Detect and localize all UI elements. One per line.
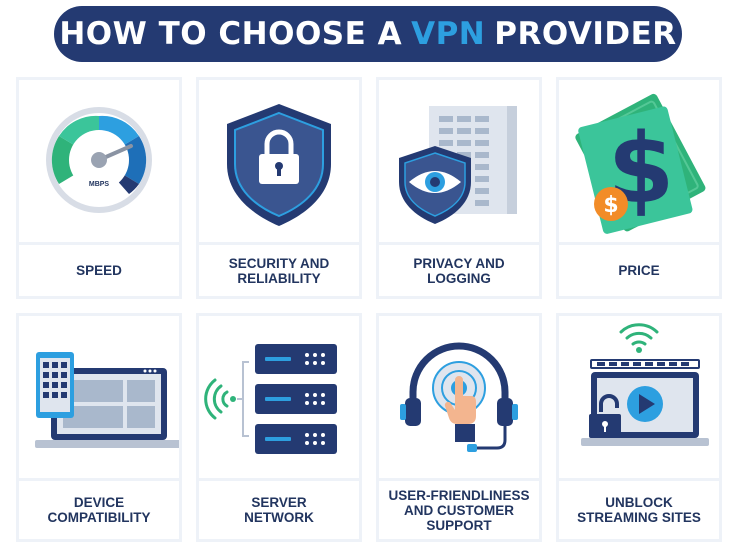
card-label: SECURITY AND RELIABILITY [228,255,330,286]
shield-lock-icon [227,104,331,226]
card-label: PRICE [618,263,660,278]
card-icon-area [379,316,539,481]
card-icon-area [559,316,719,481]
card-security: SECURITY AND RELIABILITY [196,77,362,299]
card-icon-area: MBPS [19,80,179,245]
card-label: PRIVACY AND LOGGING [413,255,505,286]
streaming-icon [581,323,709,446]
card-streaming: UNBLOCK STREAMING SITES [556,313,722,542]
title-text-end: PROVIDER [494,16,677,52]
card-price: $ $ PRICE [556,77,722,299]
speedometer-icon: MBPS [46,107,152,213]
card-label: UNBLOCK STREAMING SITES [577,495,701,525]
title-text: HOW TO CHOOSE A [59,16,403,52]
card-privacy: PRIVACY AND LOGGING [376,77,542,299]
card-label: DEVICE COMPATIBILITY [47,495,151,525]
card-device-compatibility: DEVICE COMPATIBILITY [16,313,182,542]
svg-text:$: $ [603,193,618,218]
speedometer-label: MBPS [89,181,110,188]
card-label: USER-FRIENDLINESS AND CUSTOMER SUPPORT [388,487,530,533]
card-customer-support: USER-FRIENDLINESS AND CUSTOMER SUPPORT [376,313,542,542]
card-icon-area: $ $ [559,80,719,245]
card-icon-area [19,316,179,481]
devices-icon [35,352,179,448]
card-icon-area [199,80,359,245]
card-server-network: SERVER NETWORK [196,313,362,542]
eye-shield-icon [399,106,517,224]
card-speed: MBPS SPEED [16,77,182,299]
server-icon [204,344,337,454]
page-title: HOW TO CHOOSE A VPN PROVIDER [54,6,682,62]
card-label: SPEED [76,263,122,278]
title-accent: VPN [411,16,486,52]
card-label: SERVER NETWORK [244,495,314,525]
headset-icon [400,342,518,452]
card-icon-area [199,316,359,481]
dollar-icon: $ $ [575,93,706,234]
card-icon-area [379,80,539,245]
